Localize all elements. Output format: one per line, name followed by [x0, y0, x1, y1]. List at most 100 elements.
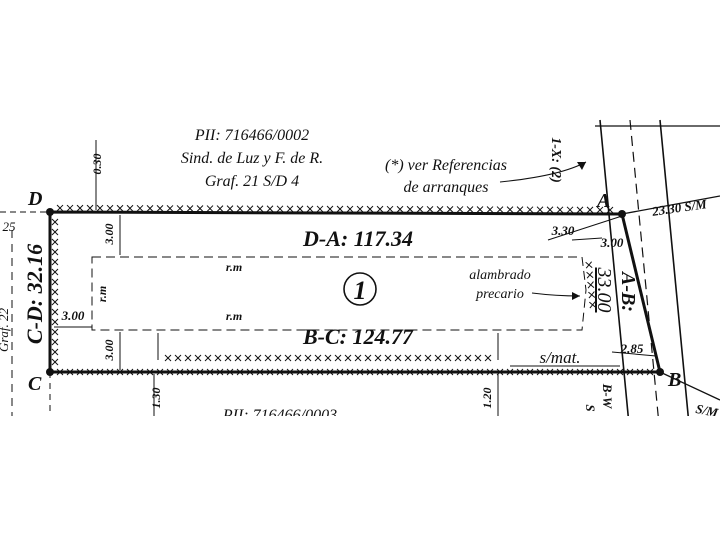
- fence-mark: [316, 205, 324, 213]
- fence-mark: [116, 204, 124, 212]
- fence-mark: [366, 205, 374, 213]
- fence-mark: [96, 368, 104, 376]
- fence-mark: [51, 328, 59, 336]
- fence-mark: [456, 368, 464, 376]
- fence-mark: [214, 354, 222, 362]
- fence-mark: [586, 271, 594, 279]
- fence-mark: [206, 205, 214, 212]
- fence-mark: [626, 368, 634, 376]
- lot-number: 1: [354, 276, 367, 305]
- fence-mark: [56, 204, 64, 212]
- fence-mark: [396, 205, 404, 213]
- fence-mark: [576, 206, 584, 214]
- fence-mark: [296, 368, 304, 376]
- side-ab-label: A-B:: [617, 270, 639, 312]
- fence-mark: [394, 354, 402, 362]
- fence-mark: [414, 354, 422, 362]
- alambrado-label-2: precario: [475, 287, 524, 302]
- fence-mark: [454, 354, 462, 362]
- neighbor-bottom-divider: [659, 371, 720, 401]
- fence-mark: [386, 368, 394, 376]
- fence-mark: [314, 354, 322, 362]
- bottom-mask: [0, 416, 720, 540]
- fence-mark: [244, 354, 252, 362]
- fence-mark: [76, 368, 84, 376]
- fence-mark: [344, 354, 352, 362]
- fence-mark: [446, 206, 454, 213]
- fence-mark: [416, 205, 424, 213]
- fence-mark: [606, 206, 614, 214]
- neighbor-right-divider: [621, 195, 720, 215]
- fence-mark: [306, 205, 314, 213]
- fence-mark: [406, 368, 414, 376]
- fence-mark: [216, 368, 224, 376]
- dim-inner-bottom-left: 3.00: [102, 340, 116, 362]
- fence-mark: [585, 261, 593, 269]
- fence-mark: [276, 205, 284, 213]
- fence-mark: [426, 368, 434, 376]
- fence-mark: [526, 206, 534, 214]
- fence-mark: [164, 354, 172, 362]
- bw-label-1: B-W: [600, 383, 615, 410]
- fence-ab: [585, 261, 597, 309]
- fence-mark: [51, 288, 59, 296]
- fence-mark: [194, 354, 202, 362]
- fence-mark: [176, 368, 184, 376]
- fence-mark: [474, 354, 482, 362]
- fence-mark: [546, 206, 554, 214]
- fence-mark: [526, 368, 534, 376]
- fence-mark: [294, 354, 302, 362]
- fence-mark: [51, 258, 59, 266]
- fence-mark: [236, 368, 244, 376]
- fence-mark: [56, 368, 64, 376]
- fence-mark: [334, 354, 342, 362]
- fence-mark: [586, 368, 594, 376]
- fence-mark: [589, 301, 597, 308]
- fence-mark: [106, 204, 114, 212]
- fence-mark: [596, 206, 604, 214]
- fence-mark: [296, 205, 304, 213]
- ax-label: 1-X: (2): [548, 137, 563, 183]
- fence-mark: [484, 354, 492, 362]
- fence-mark: [166, 368, 174, 376]
- fence-mark: [226, 205, 234, 212]
- fence-mark: [284, 354, 292, 362]
- fence-mark: [51, 318, 59, 326]
- corner-a-label: A: [595, 190, 610, 212]
- fence-inner: [164, 354, 492, 362]
- setback-outline: [91, 256, 587, 331]
- fence-mark: [276, 368, 284, 376]
- fence-mark: [446, 368, 454, 376]
- fence-mark: [96, 204, 104, 212]
- fence-mark: [51, 298, 59, 306]
- fence-mark: [586, 206, 594, 214]
- fence-mark: [426, 205, 434, 213]
- fence-mark: [76, 204, 84, 212]
- dim-left-margin: 25: [3, 219, 17, 234]
- dim-corner-a: 3.30: [551, 223, 575, 238]
- fence-mark: [51, 278, 59, 286]
- dim-line-corner-b: [611, 351, 657, 357]
- fence-mark: [336, 368, 344, 376]
- fence-mark: [116, 368, 124, 376]
- fence-mark: [326, 205, 334, 213]
- fence-mark: [566, 368, 574, 376]
- fence-mark: [516, 206, 524, 213]
- fence-mark: [266, 205, 274, 213]
- fence-mark: [286, 368, 294, 376]
- fence-mark: [184, 354, 192, 362]
- fence-mark: [326, 368, 334, 376]
- neighbor-right-top-label: 23.30 S/M: [650, 196, 708, 219]
- fence-mark: [236, 205, 244, 213]
- fence-mark: [234, 354, 242, 362]
- side-ab-value: 33.00: [593, 267, 615, 313]
- dim-inner-top-left: 3.00: [102, 224, 116, 246]
- fence-mark: [256, 368, 264, 376]
- fence-mark: [246, 368, 254, 376]
- dim-bottom-left: 1.30: [149, 388, 163, 409]
- dim-line-corner-a: [547, 215, 623, 241]
- fence-mark: [588, 291, 596, 298]
- fence-mark: [106, 368, 114, 376]
- rm-side-label: r.m: [95, 286, 109, 302]
- fence-mark: [186, 205, 194, 212]
